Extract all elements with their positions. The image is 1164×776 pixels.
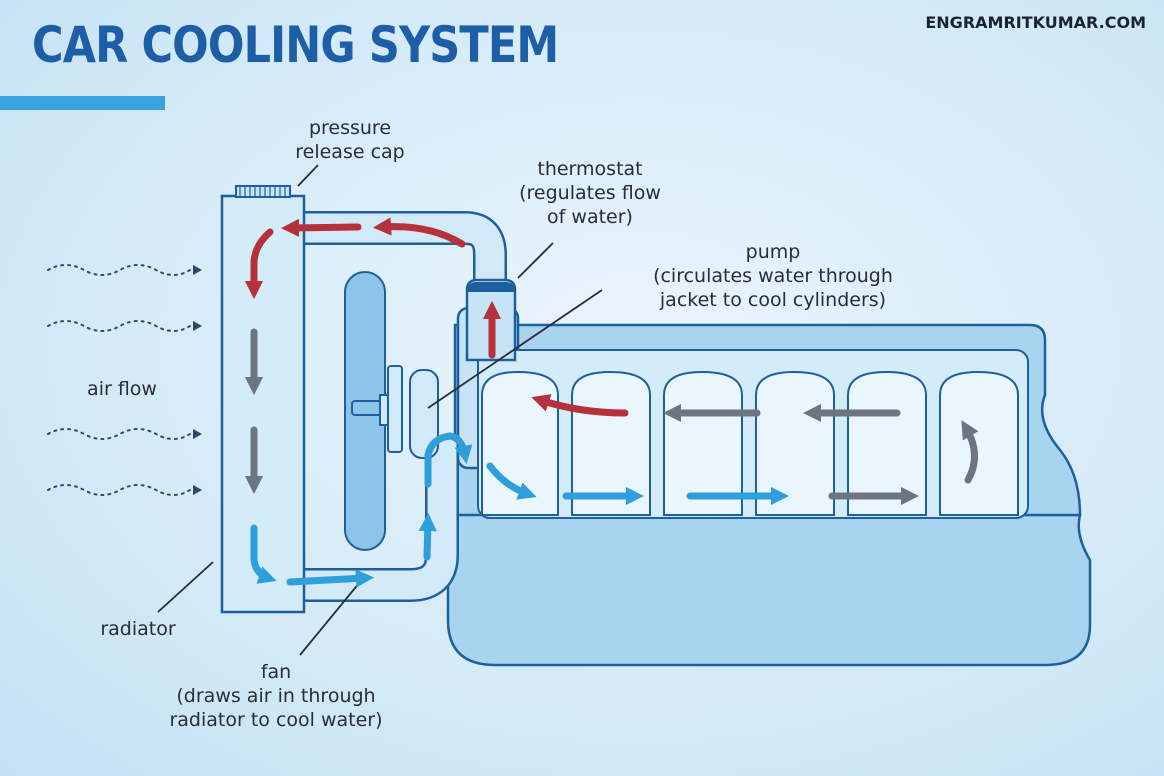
label-thermostat-line-1: thermostat [537,158,643,180]
label-pressure-release-cap-line-1: pressure [308,117,392,139]
label-fan-line-1: fan [260,661,292,683]
cylinder-5 [847,370,927,516]
label-pump-line-1: pump [745,241,801,263]
label-radiator: radiator [100,618,176,640]
lower-hose [302,440,457,600]
label-fan-line-2: (draws air in through [176,685,376,707]
label-fan: fan (draws air in through radiator to co… [146,660,406,732]
air-flow-arrowheads [193,265,202,495]
title-accent-bar [0,96,165,110]
label-air-flow: air flow [87,378,157,400]
cylinder-3 [663,370,743,516]
label-pump-line-2: (circulates water through [653,265,893,287]
engine-block [439,306,1092,667]
label-pump-line-3: jacket to cool cylinders) [659,289,887,311]
flow-arrows [244,217,979,588]
site-watermark: ENGRAMRITKUMAR.COM [925,13,1146,32]
cylinder-6 [939,370,1019,516]
label-pressure-release-cap: pressure release cap [285,116,415,164]
upper-hose [300,213,505,292]
engine-crankcase [439,510,1092,667]
label-thermostat-line-2: (regulates flow [519,182,661,204]
label-pressure-release-cap-line-2: release cap [295,141,405,163]
leader-lines [157,164,603,656]
fan [344,271,439,551]
label-fan-line-3: radiator to cool water) [169,709,383,731]
label-thermostat-line-3: of water) [547,206,633,228]
radiator [220,185,306,614]
pressure-release-cap [235,185,291,198]
page-title: CAR COOLING SYSTEM [32,16,559,74]
label-thermostat: thermostat (regulates flow of water) [500,157,680,229]
label-pump: pump (circulates water through jacket to… [628,240,918,312]
